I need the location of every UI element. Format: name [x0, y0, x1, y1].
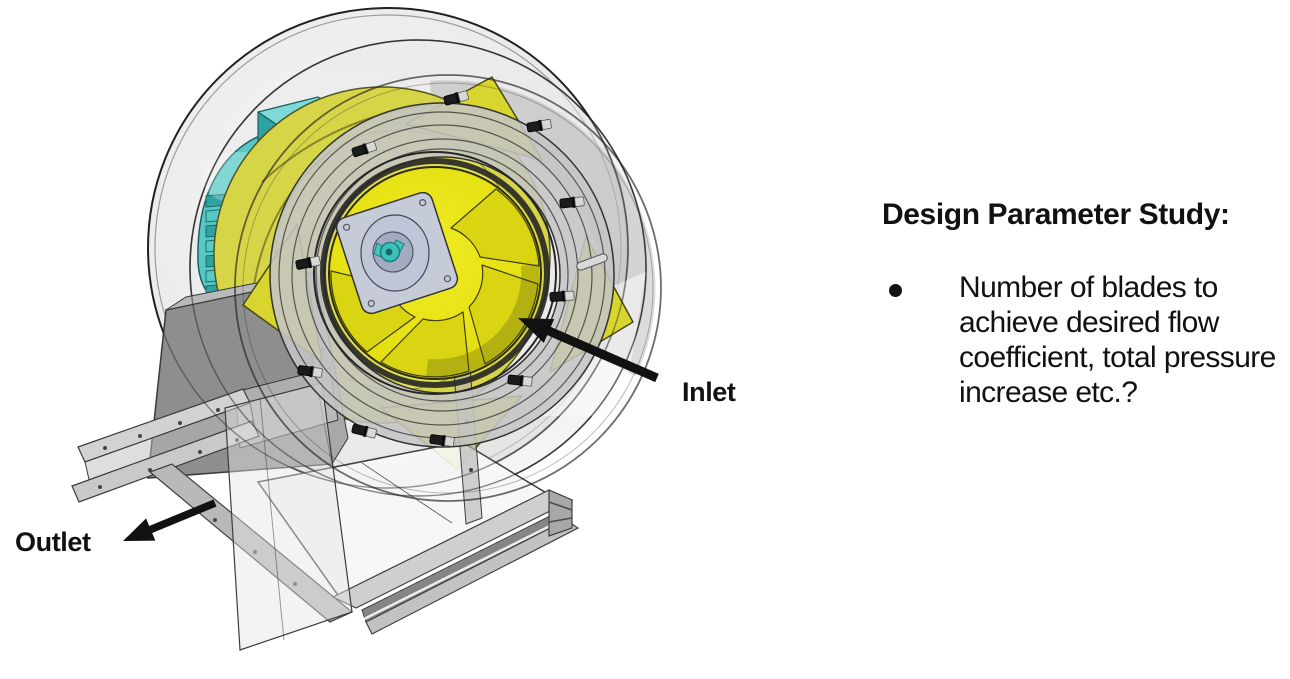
- outlet-label: Outlet: [15, 527, 91, 557]
- outlet-arrow: [123, 499, 217, 541]
- inlet-label: Inlet: [682, 377, 736, 407]
- inlet-clamp-ring: [269, 102, 615, 448]
- outlet-duct-lower: [224, 382, 353, 651]
- housing-rim-band: [430, 80, 656, 377]
- flange-bolt-holes: [98, 408, 239, 489]
- outlet-flange-lower: [71, 420, 260, 503]
- bullet-text: Number of blades to achieve desired flow…: [959, 271, 1276, 409]
- housing-pin: [576, 253, 608, 271]
- base-beam-end-face: [548, 489, 573, 537]
- bullet-dot: [889, 284, 902, 297]
- base-beam-front-bottom: [365, 519, 580, 635]
- inlet-cone-ring: [320, 158, 550, 388]
- inlet-arrow: [518, 318, 659, 383]
- clamp-bolts: [294, 89, 608, 449]
- hub: [335, 191, 459, 315]
- inlet-opening: [313, 151, 557, 395]
- base-bolt-holes: [213, 518, 297, 586]
- housing-outline-overlay: [147, 7, 662, 502]
- inlet-shadow: [426, 264, 540, 378]
- notes-heading: Design Parameter Study:: [882, 198, 1230, 231]
